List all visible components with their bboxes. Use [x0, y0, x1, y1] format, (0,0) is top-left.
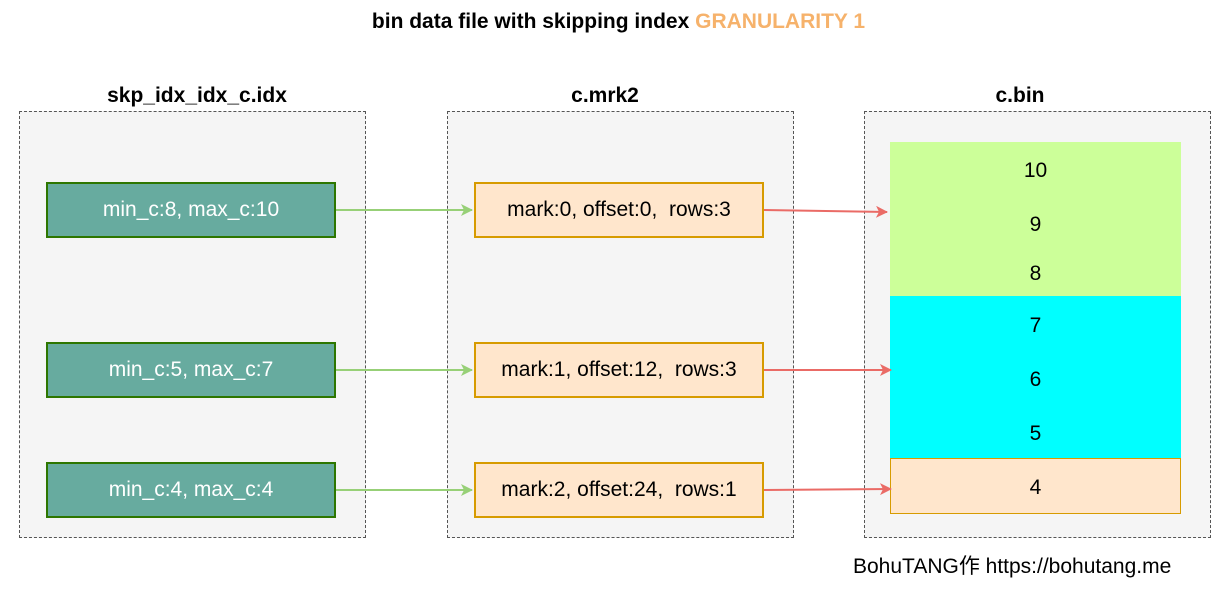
- index-entry-label: min_c:5, max_c:7: [108, 358, 274, 381]
- index-entry: min_c:4, max_c:4: [46, 462, 336, 518]
- bin-value: 9: [1029, 213, 1042, 236]
- diagram-title: bin data file with skipping index GRANUL…: [0, 10, 1230, 34]
- title-accent: GRANULARITY 1: [695, 10, 866, 33]
- index-entry: min_c:8, max_c:10: [46, 182, 336, 238]
- mark-entry-label: mark:0, offset:0, rows:3: [507, 198, 731, 221]
- bin-value: 8: [1029, 262, 1042, 285]
- mark-entry-label: mark:1, offset:12, rows:3: [501, 358, 737, 381]
- index-file-label: skp_idx_idx_c.idx: [82, 83, 312, 109]
- mark-entry-label: mark:2, offset:24, rows:1: [501, 478, 737, 501]
- mark-entry: mark:1, offset:12, rows:3: [474, 342, 764, 398]
- index-entry-label: min_c:4, max_c:4: [108, 478, 274, 501]
- bin-value: 10: [1023, 159, 1048, 182]
- mark-file-label: c.mrk2: [555, 83, 655, 109]
- arrow-mark-to-bin: [763, 483, 892, 496]
- bin-block-granule-0: 10 9 8: [890, 142, 1181, 296]
- bin-value: 7: [1029, 314, 1042, 337]
- bin-block-granule-2: 4: [890, 458, 1181, 514]
- arrow-mark-to-bin: [763, 205, 888, 218]
- bin-value: 6: [1029, 368, 1042, 391]
- index-entry: min_c:5, max_c:7: [46, 342, 336, 398]
- bin-value: 5: [1029, 422, 1042, 445]
- bin-block-granule-1: 7 6 5: [890, 296, 1181, 458]
- mark-entry: mark:2, offset:24, rows:1: [474, 462, 764, 518]
- bin-file-label: c.bin: [979, 83, 1061, 109]
- mark-entry: mark:0, offset:0, rows:3: [474, 182, 764, 238]
- title-main: bin data file with skipping index: [371, 10, 696, 33]
- author-credit: BohuTANG作 https://bohutang.me: [853, 555, 1172, 578]
- index-entry-label: min_c:8, max_c:10: [102, 198, 280, 221]
- bin-value: 4: [1029, 476, 1042, 499]
